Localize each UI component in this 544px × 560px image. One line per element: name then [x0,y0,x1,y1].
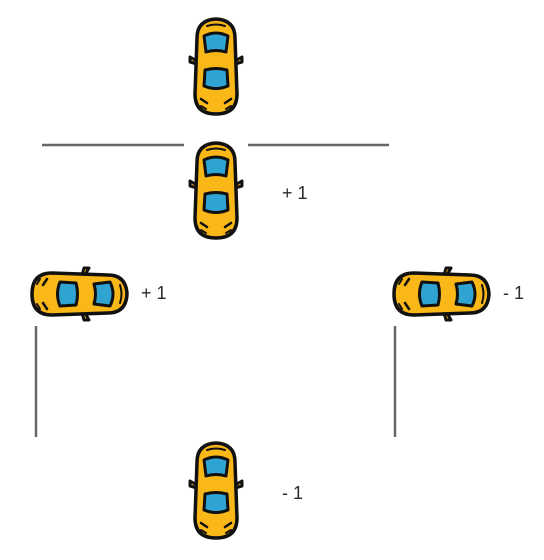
car-top [188,141,244,240]
car-left [30,266,129,322]
label-left: + 1 [141,283,167,303]
label-top: + 1 [282,183,308,203]
car-outside-top [188,17,244,116]
label-right: - 1 [503,283,525,303]
car-right [392,266,491,322]
label-bottom: - 1 [282,483,304,503]
car-bottom [188,441,244,540]
